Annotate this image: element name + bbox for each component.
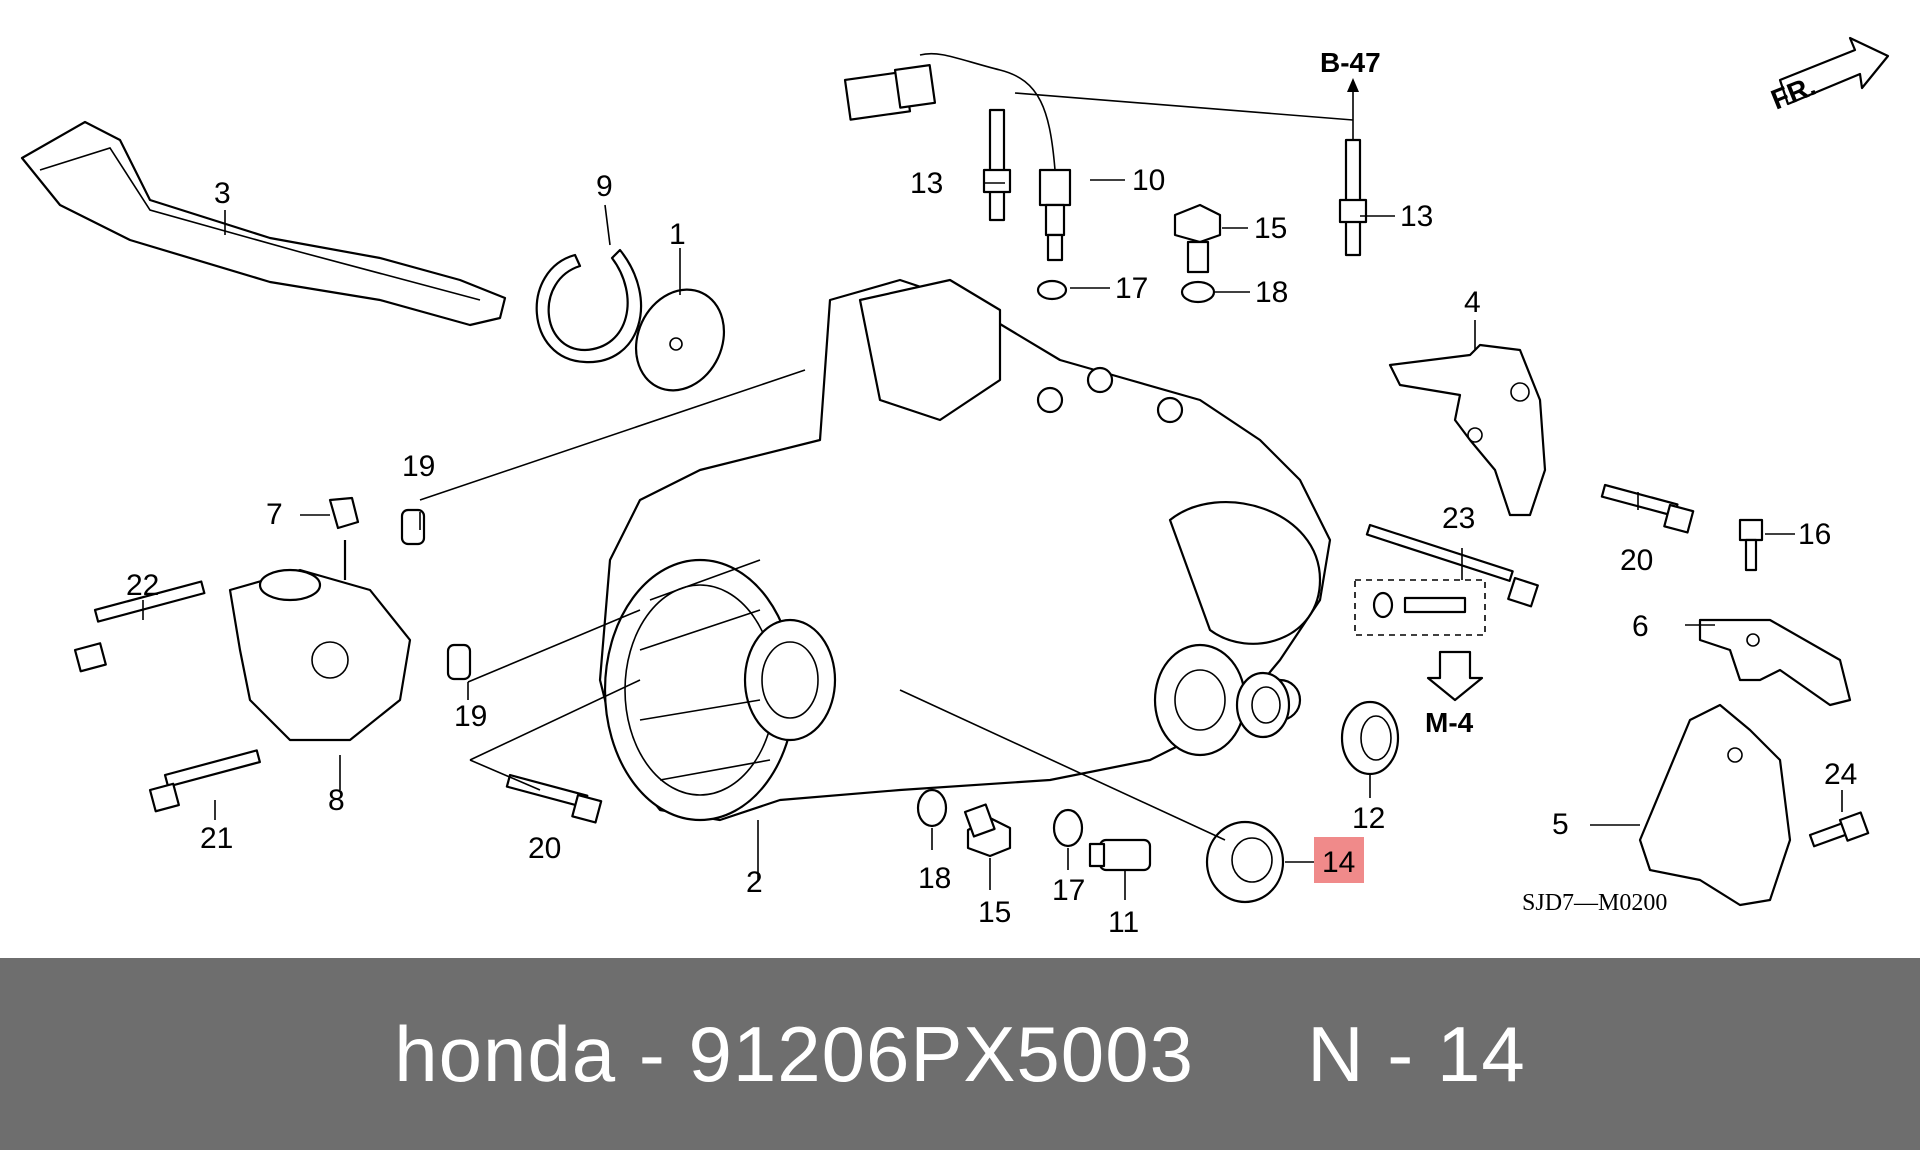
part-9-snap-ring (535, 248, 643, 364)
part-1-disc (634, 288, 726, 392)
part-6-bracket (1698, 618, 1852, 707)
stud-13-right (1338, 138, 1368, 257)
callout-2: 2 (746, 866, 763, 899)
washer-17-bottom (1052, 808, 1084, 848)
callout-8: 8 (328, 784, 345, 817)
callout-20-left: 20 (528, 832, 561, 865)
callout-18-bottom: 18 (918, 862, 951, 895)
callout-23: 23 (1442, 502, 1475, 535)
callout-15-top: 15 (1254, 212, 1287, 245)
callout-13-right: 13 (1400, 200, 1433, 233)
callout-19-upper: 19 (402, 450, 435, 483)
part-8-shift-housing (228, 540, 412, 742)
callout-14: 14 (1322, 846, 1355, 879)
callout-7: 7 (266, 498, 283, 531)
reference-m4: M-4 (1425, 707, 1474, 738)
collar-19-upper (400, 508, 426, 546)
washer-17-top (1036, 279, 1068, 301)
bolt-22 (73, 580, 206, 673)
plug-12 (1340, 700, 1400, 776)
diagram-code: SJD7—M0200 (1522, 890, 1667, 916)
part-7-clip (328, 496, 360, 530)
bolt-24 (1808, 811, 1870, 848)
callout-22: 22 (126, 569, 159, 602)
callout-19-lower: 19 (454, 700, 487, 733)
leader-lines (142, 92, 1843, 900)
transmission-case-diagram: FR. B-47 (20, 36, 1890, 939)
bolt-21 (148, 749, 261, 813)
part-5-bracket (1638, 703, 1792, 907)
callout-11: 11 (1108, 906, 1139, 939)
part-number-banner: honda - 91206PX5003 N - 14 (0, 958, 1920, 1150)
fitting-near-12 (1235, 671, 1291, 739)
callout-4: 4 (1464, 286, 1481, 319)
callout-13-left: 13 (910, 167, 943, 200)
bolt-16 (1738, 518, 1764, 572)
callout-3: 3 (214, 177, 231, 210)
callout-1: 1 (669, 218, 686, 251)
callout-9: 9 (596, 170, 613, 203)
callout-5: 5 (1552, 808, 1569, 841)
callout-6: 6 (1632, 610, 1649, 643)
plug-15-top (1173, 203, 1222, 274)
callout-24: 24 (1824, 758, 1857, 791)
callout-18-top: 18 (1255, 276, 1288, 309)
bolt-20-left (505, 773, 603, 824)
reference-b47: B-47 (1320, 47, 1381, 78)
part-3-cover-plate (20, 120, 507, 327)
callout-labels: 1 2 3 4 5 6 7 8 9 10 11 12 13 13 14 15 1… (126, 164, 1857, 939)
m4-reference-inset: M-4 (1354, 579, 1486, 738)
bolt-23 (1365, 523, 1539, 608)
washer-18-bottom (916, 788, 948, 828)
oil-seal-14 (1205, 820, 1285, 904)
part-4-bracket (1388, 343, 1547, 517)
part-number-text: honda - 91206PX5003 N - 14 (394, 1009, 1526, 1098)
callout-17-bottom: 17 (1052, 874, 1085, 907)
plug-15-bottom (963, 803, 1012, 858)
bolt-20-right (1600, 483, 1695, 534)
callout-14-highlight (1314, 837, 1364, 883)
part-10-sensor (843, 52, 1072, 262)
plug-11 (1088, 838, 1152, 872)
callout-16: 16 (1798, 518, 1831, 551)
callout-21: 21 (200, 822, 233, 855)
callout-20-right: 20 (1620, 544, 1653, 577)
collar-19-lower (446, 643, 472, 681)
callout-17-top: 17 (1115, 272, 1148, 305)
part-2-transmission-case (598, 278, 1332, 822)
callout-15-bottom: 15 (978, 896, 1011, 929)
callout-12: 12 (1352, 802, 1385, 835)
callout-10: 10 (1132, 164, 1165, 197)
washer-18-top (1180, 280, 1216, 304)
front-direction-arrow-icon: FR. (1767, 36, 1890, 116)
stud-13-left (982, 108, 1012, 222)
